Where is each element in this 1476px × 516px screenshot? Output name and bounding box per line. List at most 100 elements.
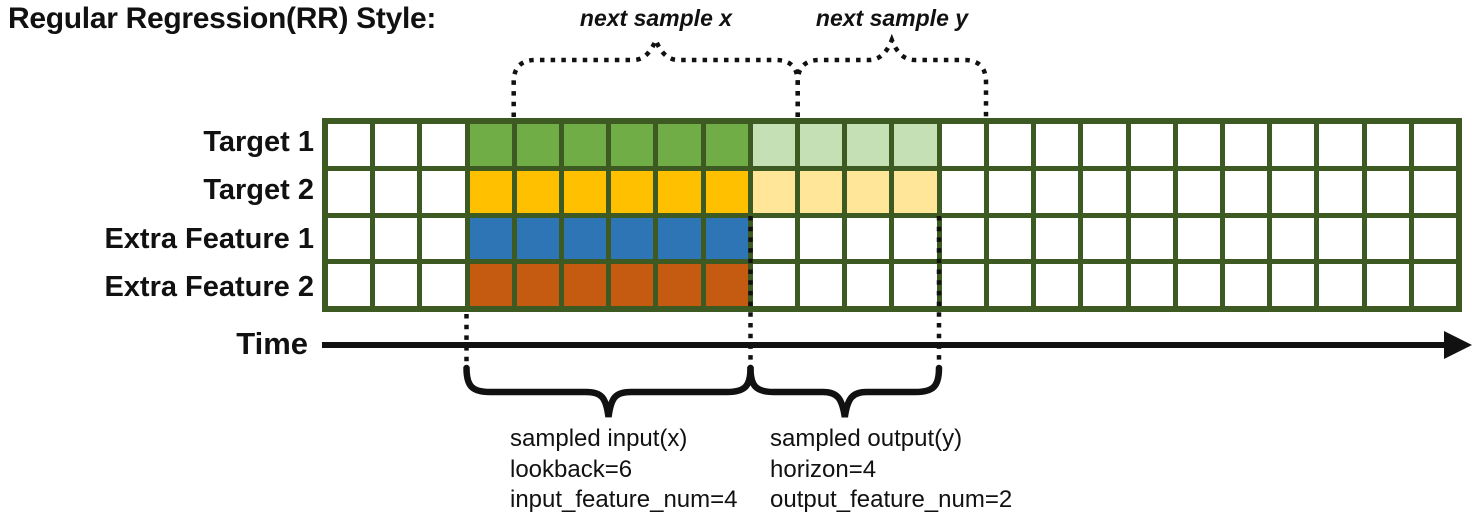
grid-cell xyxy=(894,124,937,166)
row-label-target-2: Target 2 xyxy=(203,174,314,207)
grid-cell xyxy=(705,170,748,213)
next-sample-x-label: next sample x xyxy=(579,5,733,31)
next-sample-y-label: next sample y xyxy=(815,5,969,31)
grid-cell xyxy=(941,217,984,260)
grid-cell xyxy=(328,217,371,260)
grid-cell xyxy=(894,217,937,260)
grid-cell xyxy=(1130,170,1173,213)
grid-cell xyxy=(1130,217,1173,260)
grid-cell xyxy=(705,217,748,260)
grid-cell xyxy=(752,124,796,166)
grid-cell xyxy=(941,170,984,213)
time-axis-label: Time xyxy=(236,326,308,361)
grid-cell xyxy=(375,170,418,213)
grid-cell xyxy=(1366,264,1409,306)
grid-cell xyxy=(1272,217,1315,260)
grid-cell xyxy=(328,170,371,213)
row-label-extra-feature-2: Extra Feature 2 xyxy=(104,271,314,304)
grid-cell xyxy=(516,124,560,166)
grid-cell xyxy=(1036,264,1079,306)
grid-cell xyxy=(1272,264,1315,306)
grid-cell xyxy=(516,264,560,306)
row-label-extra-feature-1: Extra Feature 1 xyxy=(104,222,314,255)
grid-cell xyxy=(469,170,512,213)
grid-cell xyxy=(800,264,843,306)
grid-cell xyxy=(375,217,418,260)
grid-cell xyxy=(564,124,607,166)
grid-cell xyxy=(375,264,418,306)
grid-cell xyxy=(611,217,654,260)
grid-cell xyxy=(422,124,465,166)
grid-cell xyxy=(1413,170,1456,213)
grid-cell xyxy=(611,170,654,213)
grid-cell xyxy=(658,124,701,166)
grid-cell xyxy=(705,124,748,166)
grid-cell xyxy=(516,217,560,260)
page-title: Regular Regression(RR) Style: xyxy=(8,2,437,35)
grid-cell xyxy=(1130,264,1173,306)
grid-cell xyxy=(988,170,1032,213)
horizon-value: horizon=4 xyxy=(770,455,877,483)
output-feature-num: output_feature_num=2 xyxy=(770,486,1013,513)
grid-cell xyxy=(894,264,937,306)
grid-cell xyxy=(1413,264,1456,306)
grid-cell xyxy=(564,217,607,260)
grid-cell xyxy=(1224,264,1268,306)
grid-cell xyxy=(469,217,512,260)
grid-cell xyxy=(988,264,1032,306)
grid-cell xyxy=(375,124,418,166)
grid-cell xyxy=(564,170,607,213)
next-sample-x-brace xyxy=(511,33,800,117)
grid-cell xyxy=(328,124,371,166)
grid-cell xyxy=(847,124,890,166)
sampled-input-note: sampled input(x) lookback=6 input_featur… xyxy=(510,424,738,516)
grid-cell xyxy=(1224,217,1268,260)
grid-cell xyxy=(658,170,701,213)
grid-cell xyxy=(988,217,1032,260)
grid-cell xyxy=(752,217,796,260)
grid-cell xyxy=(1036,170,1079,213)
grid-cell xyxy=(1130,124,1173,166)
grid-cell xyxy=(800,170,843,213)
grid-cell xyxy=(894,170,937,213)
grid-cell xyxy=(1366,124,1409,166)
grid-cell xyxy=(800,124,843,166)
grid-cell xyxy=(1083,264,1126,306)
grid-cell xyxy=(1224,124,1268,166)
grid-cell xyxy=(1319,217,1362,260)
next-sample-y-brace xyxy=(795,33,989,117)
grid-cell xyxy=(705,264,748,306)
grid-cell xyxy=(1366,170,1409,213)
sampled-output-title: sampled output(y) xyxy=(770,425,963,452)
grid-cell xyxy=(752,264,796,306)
grid-cell xyxy=(1177,124,1220,166)
grid-cell xyxy=(611,264,654,306)
grid-cell xyxy=(422,217,465,260)
grid-cell xyxy=(328,264,371,306)
grid-cell xyxy=(422,170,465,213)
grid-cell xyxy=(988,124,1032,166)
grid-cell xyxy=(658,217,701,260)
grid-cell xyxy=(1272,170,1315,213)
lookback-value: lookback=6 xyxy=(510,455,633,483)
grid-cell xyxy=(1083,217,1126,260)
sampled-input-title: sampled input(x) xyxy=(510,425,688,452)
grid-cell xyxy=(1083,124,1126,166)
sample-grid xyxy=(322,118,1462,312)
grid-cell xyxy=(1413,124,1456,166)
grid-cell xyxy=(1177,264,1220,306)
grid-cell xyxy=(469,264,512,306)
row-label-target-1: Target 1 xyxy=(203,125,314,158)
grid-cell xyxy=(1083,170,1126,213)
grid-cell xyxy=(752,170,796,213)
grid-cell xyxy=(941,264,984,306)
sampled-output-note: sampled output(y) horizon=4 output_featu… xyxy=(770,424,1012,516)
grid-cell xyxy=(422,264,465,306)
row-labels: Target 1 Target 2 Extra Feature 1 Extra … xyxy=(0,118,314,312)
grid-cell xyxy=(658,264,701,306)
grid-cell xyxy=(1177,217,1220,260)
grid-cell xyxy=(1319,264,1362,306)
grid-cell xyxy=(941,124,984,166)
input-feature-num: input_feature_num=4 xyxy=(510,486,738,513)
